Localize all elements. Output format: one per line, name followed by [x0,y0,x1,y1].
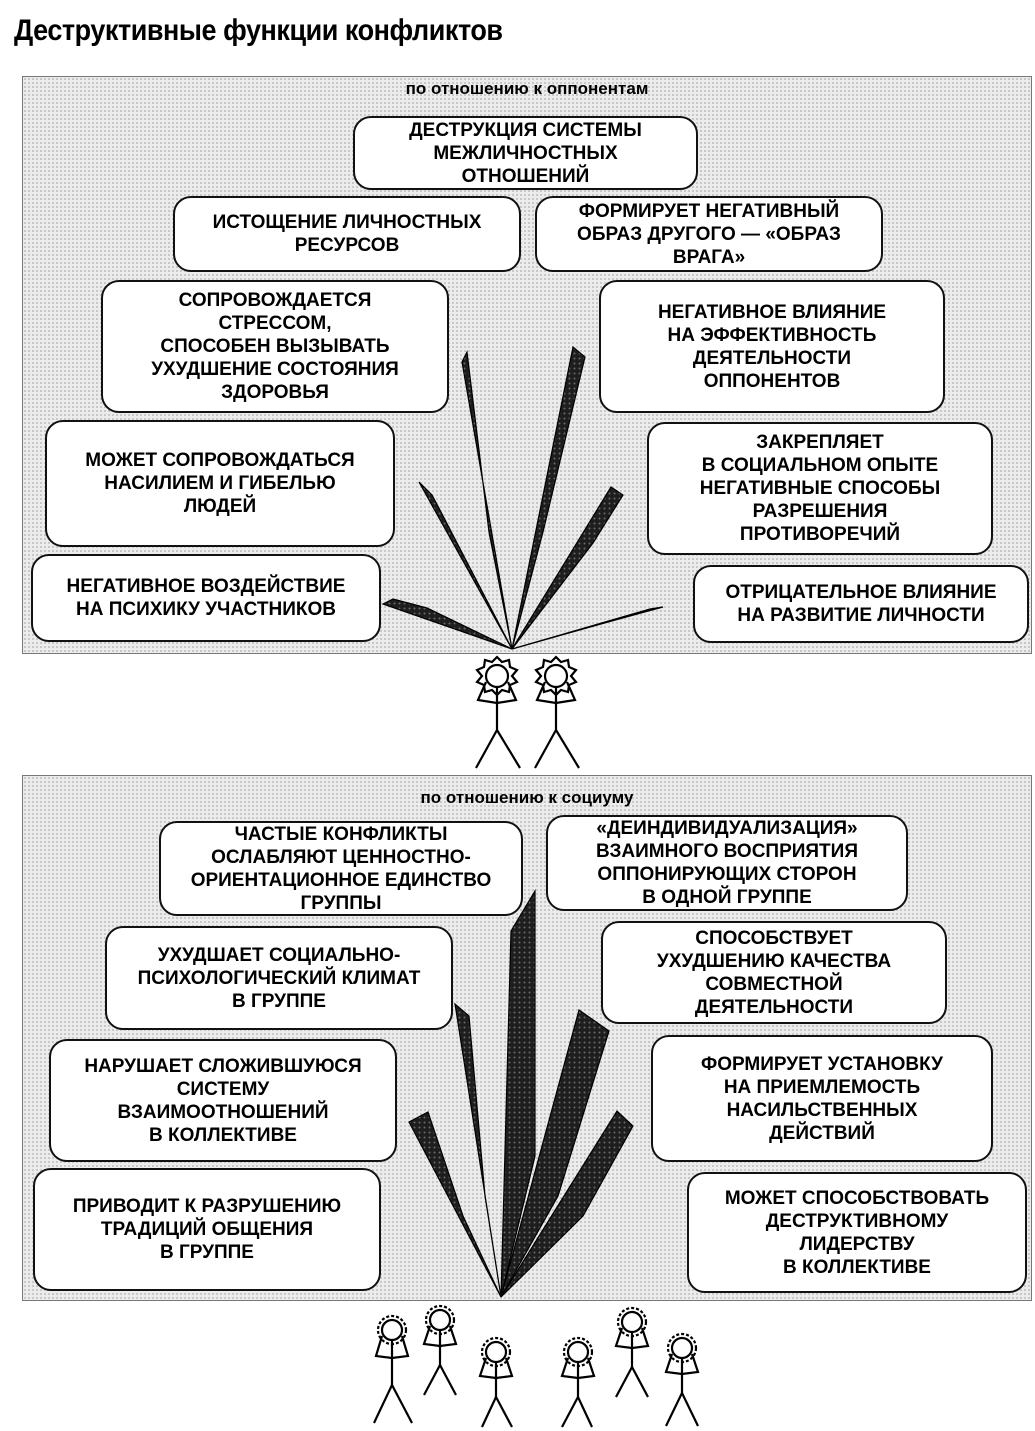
box-social-climate: УХУДШАЕТ СОЦИАЛЬНО- ПСИХОЛОГИЧЕСКИЙ КЛИМ… [105,926,453,1030]
ray-7 [408,1111,502,1298]
stick-figure-6 [560,1336,596,1428]
box-efficiency-impact: НЕГАТИВНОЕ ВЛИЯНИЕ НА ЭФФЕКТИВНОСТЬ ДЕЯТ… [599,280,945,413]
ray-11 [500,1110,634,1298]
ray-6 [511,606,664,650]
stick-figure-4 [422,1304,458,1396]
rays-graphic-society [408,888,634,1298]
page-title: Деструктивные функции конфликтов [14,14,503,47]
box-stress-health: СОПРОВОЖДАЕТСЯ СТРЕССОМ, СПОСОБЕН ВЫЗЫВА… [101,280,449,413]
box-joint-activity: СПОСОБСТВУЕТ УХУДШЕНИЮ КАЧЕСТВА СОВМЕСТН… [601,921,947,1024]
box-violence-acceptance: ФОРМИРУЕТ УСТАНОВКУ НА ПРИЕМЛЕМОСТЬ НАСИ… [651,1035,993,1162]
section-caption-opponents: по отношению к оппонентам [405,79,649,98]
ray-3 [461,349,513,650]
ray-1 [381,598,513,650]
box-deindividualization: «ДЕИНДИВИДУАЛИЗАЦИЯ» ВЗАИМНОГО ВОСПРИЯТИ… [546,815,908,911]
box-destructive-leadership: МОЖЕТ СПОСОБСТВОВАТЬ ДЕСТРУКТИВНОМУ ЛИДЕ… [687,1172,1027,1293]
box-relationship-system: НАРУШАЕТ СЛОЖИВШУЮСЯ СИСТЕМУ ВЗАИМООТНОШ… [49,1039,397,1162]
box-negative-resolution: ЗАКРЕПЛЯЕТ В СОЦИАЛЬНОМ ОПЫТЕ НЕГАТИВНЫЕ… [647,422,993,555]
ray-10 [500,1009,610,1298]
box-psyche-impact: НЕГАТИВНОЕ ВОЗДЕЙСТВИЕ НА ПСИХИКУ УЧАСТН… [31,554,381,642]
box-resource-exhaustion: ИСТОЩЕНИЕ ЛИЧНОСТНЫХ РЕСУРСОВ [173,196,521,272]
stick-figure-1 [475,655,521,769]
box-communication-traditions: ПРИВОДИТ К РАЗРУШЕНИЮ ТРАДИЦИЙ ОБЩЕНИЯ В… [33,1168,381,1291]
ray-4 [511,345,586,650]
box-violence: МОЖЕТ СОПРОВОЖДАТЬСЯ НАСИЛИЕМ И ГИБЕЛЬЮ … [45,420,395,547]
stick-figure-7 [614,1306,650,1398]
rays-graphic-opponents [381,345,664,650]
stick-figure-5 [478,1336,514,1428]
opponents-panel: по отношению к оппонентам ДЕСТРУКЦИЯ СИС… [22,76,1032,654]
ray-2 [418,481,513,650]
ray-9 [500,888,536,1298]
ray-5 [511,486,624,650]
box-value-unity: ЧАСТЫЕ КОНФЛИКТЫ ОСЛАБЛЯЮТ ЦЕННОСТНО- ОР… [159,821,523,916]
stick-figure-3 [373,1314,413,1424]
society-panel: по отношению к социуму ЧАСТЫЕ КОНФЛИКТЫ … [22,775,1032,1301]
stick-figure-8 [664,1332,700,1427]
stick-figure-2 [534,655,580,769]
box-personality-development: ОТРИЦАТЕЛЬНОЕ ВЛИЯНИЕ НА РАЗВИТИЕ ЛИЧНОС… [693,565,1029,643]
ray-8 [454,1002,502,1298]
section-caption-society: по отношению к социуму [420,788,634,807]
box-enemy-image: ФОРМИРУЕТ НЕГАТИВНЫЙ ОБРАЗ ДРУГОГО — «ОБ… [535,196,883,272]
box-interpersonal-destruction: ДЕСТРУКЦИЯ СИСТЕМЫ МЕЖЛИЧНОСТНЫХ ОТНОШЕН… [353,116,698,190]
